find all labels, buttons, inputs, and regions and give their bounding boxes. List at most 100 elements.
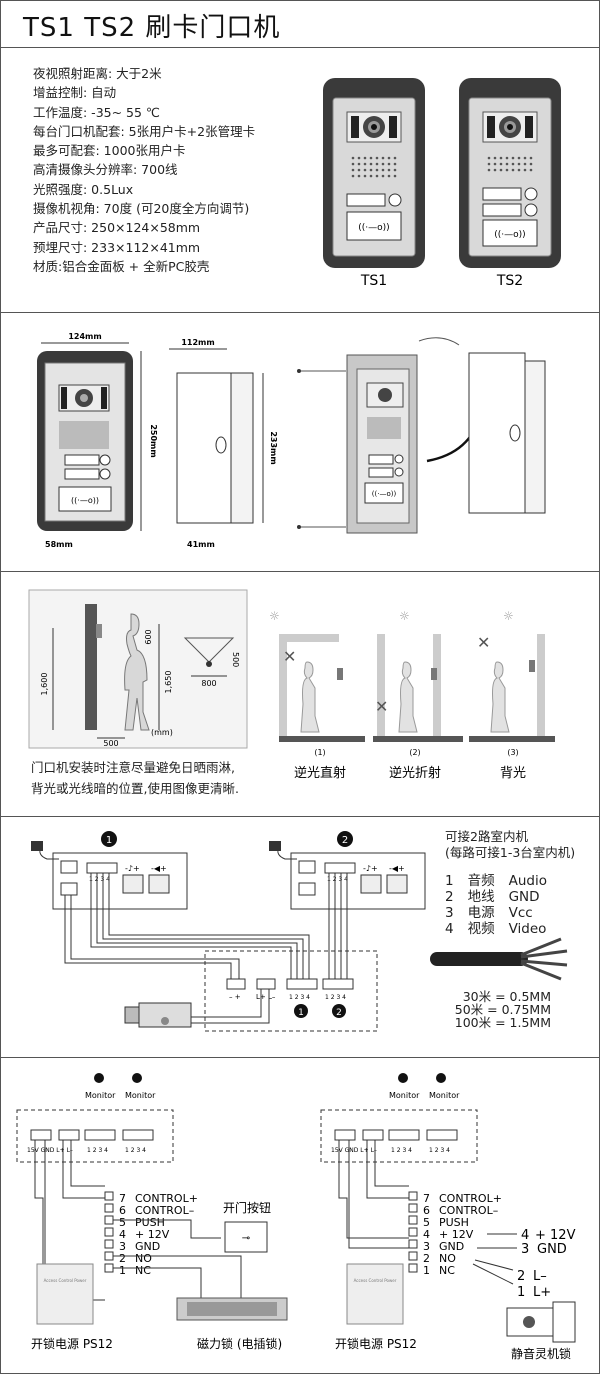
wire-en: Vcc: [508, 905, 533, 921]
terminal-number: 7: [423, 1192, 430, 1205]
spec-item: 最多可配套: 1000张用户卡: [33, 143, 186, 159]
terminal-name: NC: [439, 1264, 455, 1277]
monitor-label: Monitor: [85, 1091, 116, 1100]
product-images: ((·—o)) ((·—o)): [323, 78, 561, 289]
install-note-line: 背光或光线暗的位置,使用图像更清晰.: [31, 781, 239, 796]
spec-item: 摄像机视角: 70度 (可20度全方向调节): [33, 201, 250, 217]
dimensions-section: 124mm ((·—o)) 250mm 58mm 112mm: [1, 313, 599, 572]
svg-text:✕: ✕: [375, 697, 388, 716]
install-note: 门口机安装时注意尽量避免日晒雨淋, 背光或光线暗的位置,使用图像更清晰.: [31, 757, 239, 799]
terminal-number: 4: [423, 1228, 430, 1241]
lock-terminal-name: GND: [537, 1242, 567, 1257]
terminal-number: 5: [423, 1216, 430, 1229]
terminal-number: 6: [119, 1204, 126, 1217]
lock-terminal-number: 1: [517, 1285, 525, 1300]
case-backlight: ✕ ☼ (3) 背光: [469, 609, 555, 781]
light-case-diagrams: ✕ ☼ (1) 逆光直射 ✕ ☼ (2) 逆光折射: [269, 609, 555, 781]
svg-text:1 2 3 4: 1 2 3 4: [125, 1147, 146, 1154]
terminal-number: 3: [423, 1240, 430, 1253]
terminal-pins: 1 2 3 4: [327, 876, 348, 883]
page-title: TS1 TS2 刷卡门口机: [23, 13, 281, 43]
terminal-name: + 12V: [135, 1228, 170, 1241]
monitor-label: Monitor: [429, 1091, 460, 1100]
spec-item: 增益控制: 自动: [33, 85, 117, 101]
wire-en: Video: [508, 921, 547, 937]
svg-text:-♪+: -♪+: [363, 864, 378, 873]
spec-item: 光照强度: 0.5Lux: [33, 181, 134, 197]
psu-label: 开锁电源 PS12: [335, 1336, 417, 1351]
install-section: 1,600 1,650 600 500 (mm) 500 800: [1, 572, 599, 817]
ts1-label: TS1: [360, 273, 387, 289]
unit-2-number: 2: [342, 835, 348, 846]
spec-list: 夜视照射距离: 大于2米 增益控制: 自动 工作温度: -35~ 55 ℃ 每台…: [33, 64, 255, 276]
svg-text:✕: ✕: [477, 633, 490, 652]
terminal-number: 2: [423, 1252, 430, 1265]
legend-title: 可接2路室内机: [445, 829, 528, 844]
svg-text:-♪+: -♪+: [125, 864, 140, 873]
terminal-name: CONTROL–: [439, 1204, 498, 1217]
terminal-name: NO: [439, 1252, 456, 1265]
case-number: (1): [314, 748, 325, 757]
silent-lock-image: [506, 1301, 576, 1343]
specs-section: 夜视照射距离: 大于2米 增益控制: 自动 工作温度: -35~ 55 ℃ 每台…: [1, 48, 599, 313]
svg-text:1 2 3 4: 1 2 3 4: [87, 1147, 108, 1154]
cable-spec: 50米 = 0.75MM: [454, 1002, 551, 1017]
lock-terminal-name: + 12V: [535, 1228, 576, 1243]
terminal-number: 4: [119, 1228, 126, 1241]
terminal-number: 7: [119, 1192, 126, 1205]
terminal-name: CONTROL+: [439, 1192, 502, 1205]
distance-500-label: 500: [103, 739, 118, 748]
wire-en: GND: [508, 889, 540, 905]
terminal-number: 3: [119, 1240, 126, 1253]
case-backlight-direct: ✕ ☼ (1) 逆光直射: [269, 609, 365, 781]
dimension-drawings: 124mm ((·—o)) 250mm 58mm 112mm: [37, 332, 546, 549]
wiring-diagram: 1 1 2 3 4 -♪+-◀+ 2 1 2 3 4 -♪: [31, 831, 568, 1032]
install-drawings: 1,600 1,650 600 500 (mm) 500 800: [28, 589, 555, 781]
terminal-name: GND: [135, 1240, 160, 1253]
lock-terminal-number: 2: [517, 1269, 525, 1284]
terminal-pins: 1 2 3 4: [89, 876, 110, 883]
unit-1-marker: 1: [298, 1008, 304, 1018]
back-box-drawing: 112mm 233mm 41mm: [169, 338, 278, 549]
view-500-label: 500: [231, 652, 240, 667]
silent-lock-label: 静音灵机锁: [511, 1346, 571, 1361]
svg-text:Access Control Power: Access Control Power: [44, 1278, 87, 1283]
monitor-label: Monitor: [125, 1091, 156, 1100]
svg-text:⊸: ⊸: [242, 1233, 250, 1244]
indoor-unit-1: 1 1 2 3 4 -♪+-◀+: [31, 831, 188, 910]
spec-item: 工作温度: -35~ 55 ℃: [33, 104, 160, 120]
wire-cn: 音频: [467, 873, 495, 889]
svg-text:((·—o)): ((·—o)): [71, 496, 99, 505]
front-view-drawing: 124mm ((·—o)) 250mm 58mm: [37, 332, 158, 549]
case-number: (3): [507, 748, 518, 757]
svg-text:1 2 3 4: 1 2 3 4: [391, 1147, 412, 1154]
terminal-number: 1: [119, 1264, 126, 1277]
ts2-label: TS2: [496, 273, 523, 289]
unit-1-number: 1: [106, 835, 112, 846]
right-psu-image: Access Control Power: [346, 1263, 404, 1325]
wire-number: 4: [445, 921, 454, 937]
exploded-install-drawing: ((·—o)): [297, 337, 546, 534]
unit-2-marker: 2: [336, 1008, 342, 1018]
spec-item: 材质:铝合金面板 + 全新PC胶壳: [33, 258, 210, 274]
case-label: 逆光折射: [389, 765, 441, 781]
terminal-name: CONTROL–: [135, 1204, 194, 1217]
terminal-name: GND: [439, 1240, 464, 1253]
install-note-line: 门口机安装时注意尽量避免日晒雨淋,: [31, 760, 235, 775]
wiring-section: 1 1 2 3 4 -♪+-◀+ 2 1 2 3 4 -♪: [1, 817, 599, 1058]
terminal-pins: 1 2 3 4: [325, 994, 346, 1001]
unit-label: (mm): [151, 728, 173, 737]
svg-text:✕: ✕: [283, 647, 296, 666]
distance-600-label: 600: [144, 629, 153, 644]
magnetic-lock-image: [176, 1297, 288, 1321]
exit-button: 开门按钮 ⊸: [223, 1200, 271, 1253]
width-box-label: 112mm: [181, 338, 214, 347]
spec-item: 夜视照射距离: 大于2米: [33, 66, 162, 81]
